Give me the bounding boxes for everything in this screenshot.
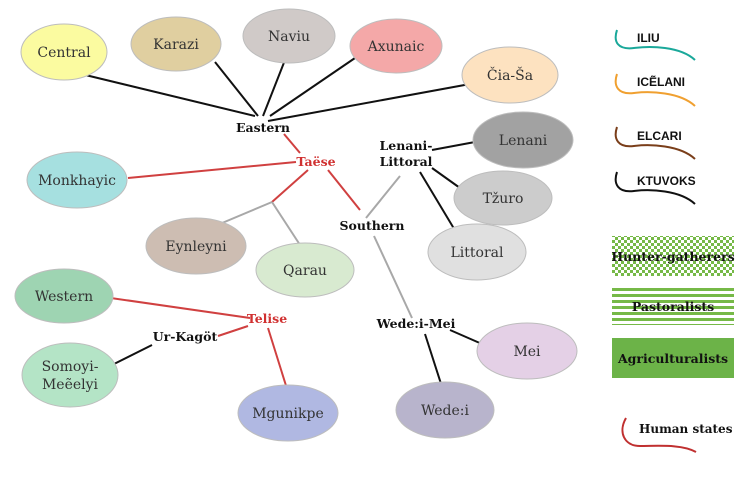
legend-elcari-label: ELCARI: [637, 129, 682, 143]
ellipse-lenani: Lenani: [472, 111, 574, 169]
edge-eynleyni: [214, 201, 273, 227]
ellipse-tzuro: Tžuro: [453, 170, 553, 226]
ellipse-ciasa: Čia-Ša: [461, 46, 559, 104]
ellipse-wedei-label: Wede:i: [421, 403, 469, 419]
ellipse-somoyi-label-line1: Somoyi-: [42, 359, 99, 375]
edge-southern-wedei-mei: [373, 235, 413, 319]
edge-eastern-taese: [283, 133, 301, 154]
edge-telise-urkagot: [217, 325, 249, 337]
legend-agriculturalists: Agriculturalists: [612, 338, 734, 378]
node-southern: Southern: [340, 218, 405, 233]
ellipse-mei-label: Mei: [513, 344, 541, 360]
ellipse-mgunikpe-label: Mgunikpe: [252, 406, 324, 422]
legend-agriculturalists-label: Agriculturalists: [617, 351, 728, 366]
ellipse-monkhayic-label: Monkhayic: [38, 173, 116, 189]
edge-telise-mgunikpe: [267, 327, 289, 393]
ellipse-lenani-label: Lenani: [499, 133, 548, 149]
ellipse-mei: Mei: [476, 322, 578, 380]
node-lenani-littoral-line2: Littoral: [380, 154, 433, 169]
ellipse-littoral-label: Littoral: [451, 245, 504, 261]
ellipse-naviu: Naviu: [242, 8, 336, 64]
edge-taese-southern: [327, 169, 361, 211]
ellipse-axunaic: Axunaic: [349, 18, 443, 74]
edge-naviu-eastern: [262, 59, 286, 117]
ellipse-somoyi-label-line2: Meẽelyi: [42, 377, 99, 393]
legend-pastoralists: Pastoralists: [612, 287, 734, 325]
ellipse-somoyi-meelyi: Somoyi- Meẽelyi: [21, 342, 119, 408]
edge-lenani: [431, 141, 476, 151]
legend-icelani-label: ICẼLANI: [637, 74, 685, 89]
legend-ktuvoks-label: KTUVOKS: [637, 174, 696, 188]
node-wedei-mei: Wede:i-Mei: [376, 316, 456, 331]
ellipse-wedei: Wede:i: [395, 381, 495, 439]
ellipse-axunaic-label: Axunaic: [367, 39, 425, 55]
edge-karazi-eastern: [214, 61, 259, 117]
legend-ktuvoks: KTUVOKS: [614, 171, 696, 205]
edge-axunaic-eastern: [269, 57, 356, 117]
node-telise: Telise: [247, 311, 287, 326]
edge-ciasa-eastern: [267, 83, 471, 122]
ellipse-littoral: Littoral: [427, 223, 527, 281]
legend-hunter-gatherers-label: Hunter-gatherers: [611, 249, 734, 264]
ellipse-tzuro-label: Tžuro: [483, 191, 524, 207]
edge-monkhayic-taese: [127, 161, 297, 179]
node-lenani-littoral-line1: Lenani-: [380, 138, 433, 153]
legend-iliu-label: ILIU: [637, 31, 660, 45]
edge-littoral: [419, 171, 457, 233]
legend-icelani: ICẼLANI: [614, 73, 696, 107]
edge-wedei: [424, 333, 444, 391]
legend-human-states-label: Human states: [639, 422, 733, 436]
node-eastern: Eastern: [236, 120, 290, 135]
legend: ILIU ICẼLANI ELCARI KTUVOKS Hunter-gathe…: [611, 29, 735, 453]
ellipse-central: Central: [20, 23, 108, 81]
leaf-ellipses: Central Karazi Naviu Axunaic Čia-Ša Monk…: [14, 8, 578, 442]
node-taese: Taëse: [296, 154, 335, 169]
legend-iliu: ILIU: [614, 29, 696, 61]
legend-pastoralists-label: Pastoralists: [632, 299, 714, 314]
ellipse-eynleyni: Eynleyni: [145, 217, 247, 275]
connector-lines: [72, 57, 483, 393]
ellipse-karazi: Karazi: [130, 16, 222, 72]
edge-central-eastern: [72, 71, 256, 117]
edge-mei: [449, 329, 483, 345]
ellipse-monkhayic: Monkhayic: [26, 151, 128, 209]
node-urkagot: Ur-Kagöt: [153, 329, 218, 344]
edge-taese-telise-branch: [271, 169, 309, 203]
edge-urkagot-somoyi: [109, 344, 153, 367]
edge-tzuro: [431, 167, 461, 189]
edge-southern-lenani-littoral: [365, 175, 401, 219]
ellipse-ciasa-label: Čia-Ša: [487, 66, 533, 84]
ellipse-western-label: Western: [35, 289, 93, 305]
legend-human-states: Human states: [621, 417, 733, 453]
node-labels: Eastern Taëse Lenani- Littoral Southern …: [153, 120, 456, 344]
ellipse-qarau-label: Qarau: [283, 263, 327, 279]
legend-hunter-gatherers: Hunter-gatherers: [611, 236, 735, 276]
ellipse-eynleyni-label: Eynleyni: [165, 239, 227, 255]
ellipse-mgunikpe: Mgunikpe: [237, 384, 339, 442]
ellipse-central-label: Central: [37, 45, 91, 61]
legend-elcari: ELCARI: [614, 126, 696, 160]
edge-qarau: [271, 201, 303, 249]
ellipse-naviu-label: Naviu: [268, 29, 310, 45]
edge-western-telise: [96, 295, 251, 319]
ellipse-qarau: Qarau: [255, 242, 355, 298]
ellipse-western: Western: [14, 268, 114, 324]
ellipse-karazi-label: Karazi: [153, 37, 199, 53]
